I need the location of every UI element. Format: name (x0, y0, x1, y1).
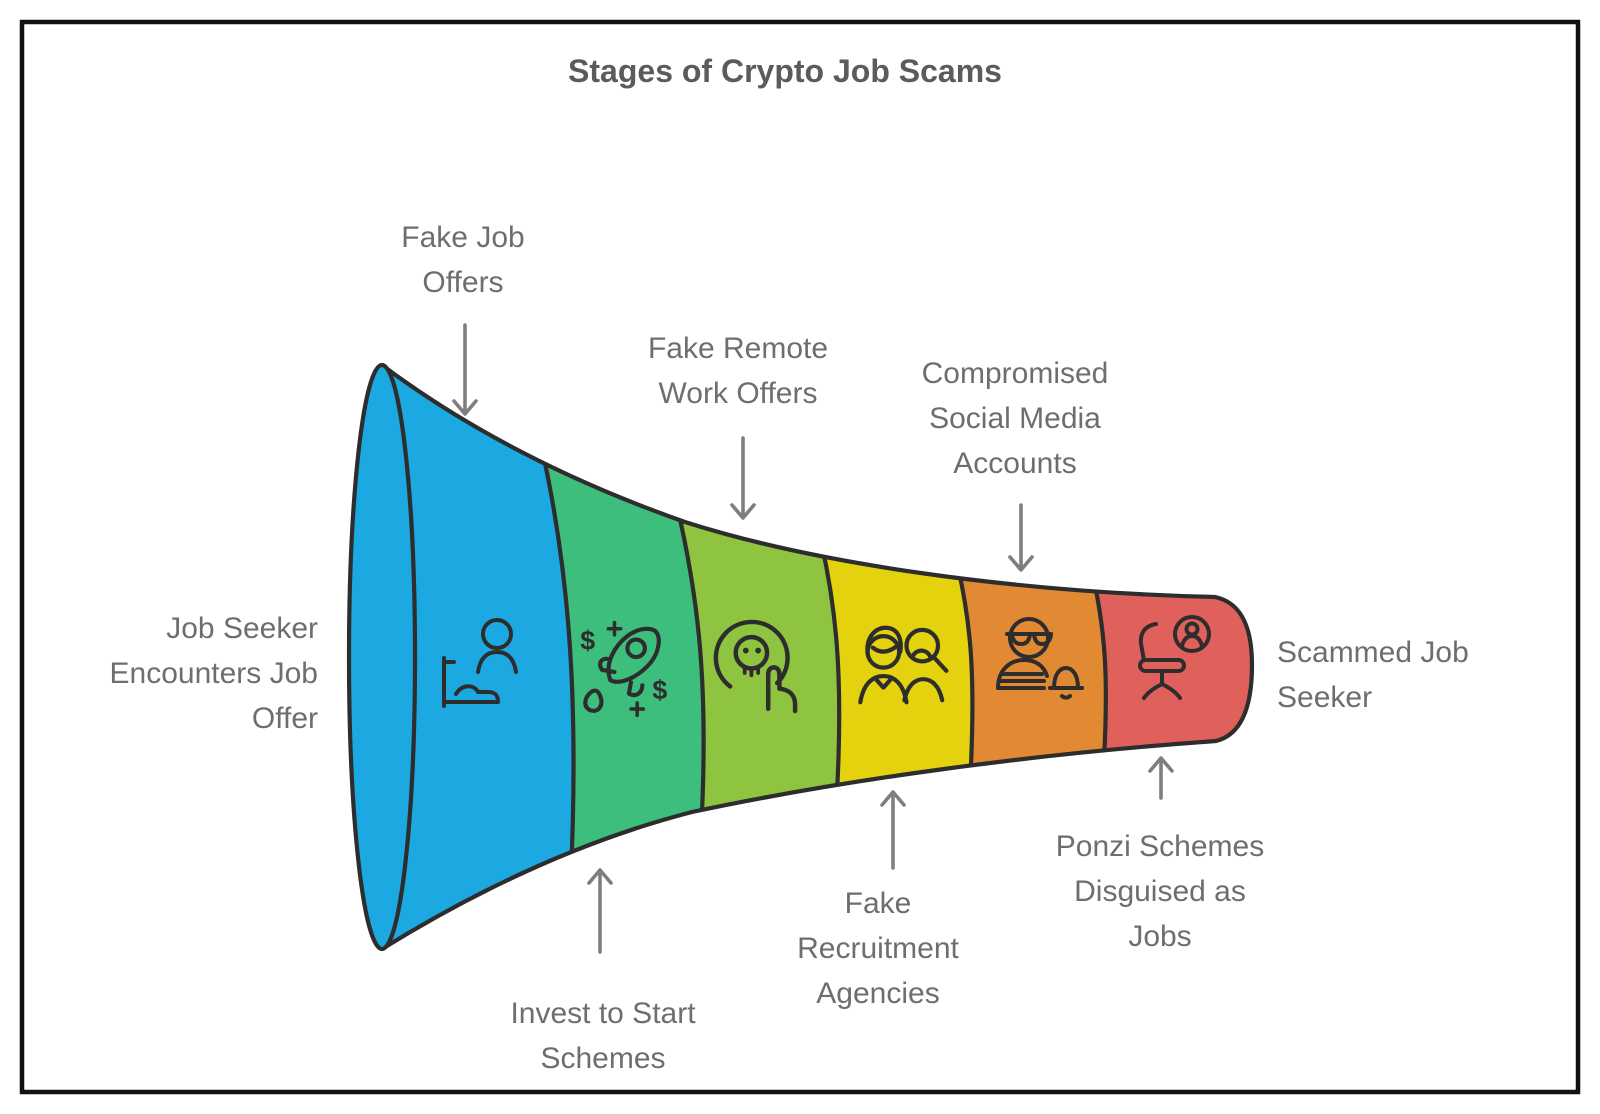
page-title: Stages of Crypto Job Scams (568, 53, 1002, 89)
label-line: Fake Remote (648, 332, 828, 365)
dollar-glyph: $ (652, 675, 667, 705)
label-line: Social Media (929, 402, 1101, 435)
label-line: Jobs (1128, 920, 1191, 953)
arrow-ponzi-schemes (1148, 756, 1174, 800)
label-line: Invest to Start (510, 997, 696, 1030)
label-scammed-job-seeker: Scammed Job Seeker (1277, 636, 1469, 714)
label-line: Work Offers (659, 377, 818, 410)
office-chair-user-icon (1138, 615, 1211, 700)
arrow-invest-to-start-schemes (587, 868, 613, 954)
label-line: Encounters Job (110, 657, 318, 690)
arrow-fake-recruitment-agencies (880, 790, 906, 870)
label-fake-job-offers: Fake Job Offers (401, 221, 524, 299)
label-ponzi-schemes: Ponzi Schemes Disguised as Jobs (1056, 830, 1264, 953)
label-line: Recruitment (797, 932, 959, 965)
arrow-compromised-social-media (1008, 503, 1034, 572)
label-line: Job Seeker (166, 612, 318, 645)
label-line: Schemes (540, 1042, 665, 1075)
label-line: Offer (252, 702, 318, 735)
skull-click-icon (713, 619, 798, 714)
label-compromised-social-media: Compromised Social Media Accounts (922, 357, 1109, 480)
label-line: Seeker (1277, 681, 1372, 714)
label-line: Accounts (953, 447, 1076, 480)
label-line: Ponzi Schemes (1056, 830, 1264, 863)
recruiters-search-icon (858, 625, 949, 705)
arrow-fake-remote-work-offers (730, 436, 756, 520)
label-line: Offers (422, 266, 503, 299)
label-line: Compromised (922, 357, 1109, 390)
dollar-glyph: $ (580, 625, 595, 655)
label-line: Fake (845, 887, 912, 920)
arrow-fake-job-offers (452, 323, 478, 416)
label-fake-recruitment-agencies: Fake Recruitment Agencies (797, 887, 959, 1010)
page-border (19, 19, 1581, 1095)
label-job-seeker-encounters: Job Seeker Encounters Job Offer (110, 612, 318, 735)
label-line: Disguised as (1074, 875, 1246, 908)
funnel-outline (380, 363, 1255, 951)
rocket-dollars-icon: $ $ (580, 620, 667, 717)
funnel-mouth-ellipse (346, 362, 418, 952)
hacker-bell-icon (996, 617, 1084, 700)
label-fake-remote-work-offers: Fake Remote Work Offers (648, 332, 828, 410)
label-line: Scammed Job (1277, 636, 1469, 669)
label-line: Agencies (816, 977, 939, 1010)
person-bed-icon (442, 618, 518, 708)
label-line: Fake Job (401, 221, 524, 254)
label-invest-to-start-schemes: Invest to Start Schemes (510, 997, 696, 1075)
